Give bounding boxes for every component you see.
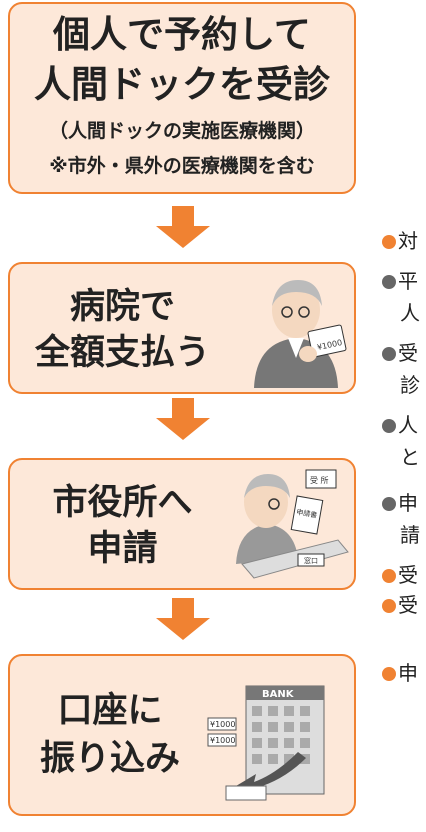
note-line-7: と bbox=[382, 444, 420, 470]
gray-bullet-icon bbox=[382, 275, 396, 289]
step-pay-line1: 病院で bbox=[69, 287, 175, 327]
note-text: 人 bbox=[398, 413, 418, 437]
step-pay-line2: 全額支払う bbox=[34, 333, 210, 373]
note-text: 人 bbox=[400, 301, 420, 325]
note-line-8: 申 bbox=[382, 490, 418, 516]
note-line-3: 人 bbox=[382, 300, 420, 326]
top-subtitle-line2: ※市外・県外の医療機関を含む bbox=[49, 155, 315, 177]
orange-bullet-icon bbox=[382, 599, 396, 613]
top-title-line1: 個人で予約して bbox=[53, 13, 311, 56]
note-line-2: 平 bbox=[382, 268, 418, 294]
bank-sign: BANK bbox=[262, 689, 295, 700]
elderly-person-with-receipt-icon: ¥1000 bbox=[254, 280, 347, 388]
step-box-transfer: 口座に 振り込み ¥1000 ¥1000 BANK bbox=[8, 654, 356, 816]
note-text: 申 bbox=[398, 491, 418, 515]
top-step-box: 個人で予約して 人間ドックを受診 （人間ドックの実施医療機関） ※市外・県外の医… bbox=[8, 2, 356, 194]
note-text: 受 bbox=[398, 563, 418, 587]
bill-1: ¥1000 bbox=[210, 720, 235, 729]
note-text: 平 bbox=[398, 269, 418, 293]
down-arrow-icon bbox=[156, 206, 210, 248]
note-text: 申 bbox=[398, 661, 418, 685]
office-sign: 受 所 bbox=[310, 475, 329, 485]
bill-2: ¥1000 bbox=[210, 736, 235, 745]
application-form: 申請書 bbox=[296, 507, 318, 520]
counter-card: 窓口 bbox=[304, 556, 318, 565]
gray-bullet-icon bbox=[382, 497, 396, 511]
step-box-apply: 市役所へ 申請 受 所 申請書 窓口 bbox=[8, 458, 356, 590]
note-text: 請 bbox=[400, 523, 420, 547]
note-text: と bbox=[400, 445, 420, 469]
orange-bullet-icon bbox=[382, 667, 396, 681]
step-apply-line1: 市役所へ bbox=[52, 483, 193, 523]
bank-building-icon: ¥1000 ¥1000 BANK bbox=[207, 685, 325, 801]
orange-bullet-icon bbox=[382, 569, 396, 583]
down-arrow-icon bbox=[156, 598, 210, 640]
gray-bullet-icon bbox=[382, 347, 396, 361]
gray-bullet-icon bbox=[382, 419, 396, 433]
note-text: 対 bbox=[398, 229, 418, 253]
note-line-1: 対 bbox=[382, 228, 418, 254]
note-line-11: 受 bbox=[382, 592, 418, 618]
top-title-line2: 人間ドックを受診 bbox=[34, 63, 330, 106]
note-line-5: 診 bbox=[382, 372, 420, 398]
top-subtitle-line1: （人間ドックの実施医療機関） bbox=[48, 120, 315, 142]
step-transfer-line1: 口座に bbox=[57, 691, 163, 731]
step-transfer-line2: 振り込み bbox=[39, 739, 180, 779]
note-line-9: 請 bbox=[382, 522, 420, 548]
step-apply-line2: 申請 bbox=[87, 529, 158, 569]
note-line-4: 受 bbox=[382, 340, 418, 366]
note-text: 受 bbox=[398, 341, 418, 365]
note-text: 診 bbox=[400, 373, 420, 397]
note-line-10: 受 bbox=[382, 562, 418, 588]
note-line-6: 人 bbox=[382, 412, 418, 438]
note-text: 受 bbox=[398, 593, 418, 617]
step-box-pay: 病院で 全額支払う ¥1000 bbox=[8, 262, 356, 394]
orange-bullet-icon bbox=[382, 235, 396, 249]
note-line-12: 申 bbox=[382, 660, 418, 686]
elderly-person-at-counter-icon: 受 所 申請書 窓口 bbox=[236, 469, 349, 579]
down-arrow-icon bbox=[156, 398, 210, 440]
